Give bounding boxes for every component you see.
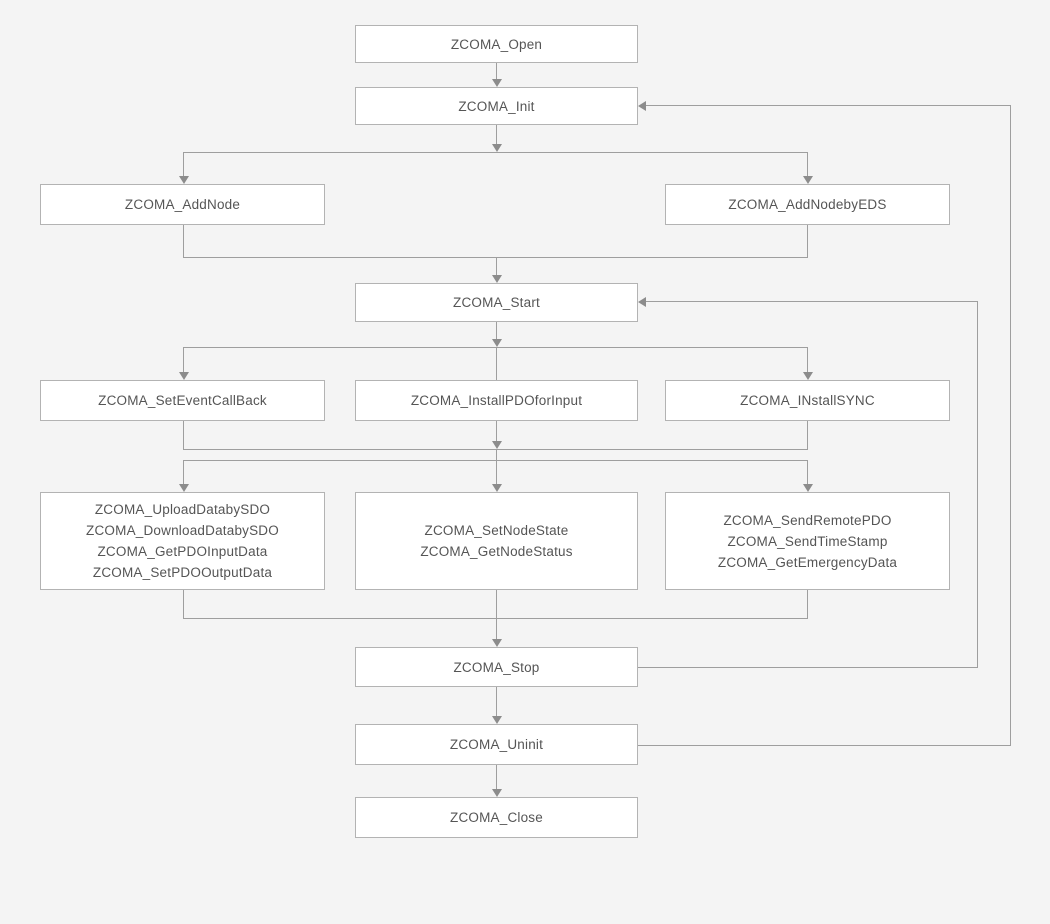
connector-sdogroup-to-merge3 <box>183 590 184 618</box>
node-label: ZCOMA_Stop <box>453 659 540 675</box>
connector-stop-to-uninit <box>496 687 497 717</box>
arrowhead-into-remotegroup <box>803 484 813 492</box>
node-zcoma-installpdoforinput: ZCOMA_InstallPDOforInput <box>355 380 638 421</box>
node-label: ZCOMA_SetEventCallBack <box>98 393 267 408</box>
connector-split2-to-installsync <box>807 347 808 373</box>
node-group-remote-pdo: ZCOMA_SendRemotePDO ZCOMA_SendTimeStamp … <box>665 492 950 590</box>
node-label: ZCOMA_Close <box>450 810 543 825</box>
connector-split2-to-seteventcallback <box>183 347 184 373</box>
loop-uninit-exit-line <box>638 745 1010 746</box>
node-zcoma-uninit: ZCOMA_Uninit <box>355 724 638 765</box>
node-label: ZCOMA_INstallSYNC <box>740 393 875 408</box>
connector-start-to-split2 <box>496 322 497 340</box>
connector-merge1-to-start <box>496 257 497 276</box>
arrowhead-into-addnode <box>179 176 189 184</box>
split-line-addnode-row <box>183 152 808 153</box>
node-zcoma-close: ZCOMA_Close <box>355 797 638 838</box>
arrowhead-into-installsync <box>803 372 813 380</box>
node-label: ZCOMA_InstallPDOforInput <box>410 393 583 408</box>
node-label-line: ZCOMA_SetPDOOutputData <box>92 565 273 580</box>
arrowhead-into-sdogroup <box>179 484 189 492</box>
connector-split3-to-nodestategroup <box>496 460 497 485</box>
connector-init-to-split1 <box>496 125 497 145</box>
arrowhead-into-init <box>492 79 502 87</box>
arrowhead-into-init-right <box>638 101 646 111</box>
node-label: ZCOMA_AddNode <box>124 197 241 212</box>
connector-split1-to-addnode <box>183 152 184 177</box>
arrowhead-into-start-right <box>638 297 646 307</box>
connector-nodestategroup-to-stop <box>496 590 497 640</box>
node-zcoma-stop: ZCOMA_Stop <box>355 647 638 687</box>
node-zcoma-init: ZCOMA_Init <box>355 87 638 125</box>
connector-seteventcallback-to-merge2 <box>183 421 184 449</box>
loop-stop-to-start-return-line <box>646 301 977 302</box>
merge-line-callback-row <box>183 449 808 450</box>
arrowhead-into-seteventcallback <box>179 372 189 380</box>
merge-line-addnode-row <box>183 257 808 258</box>
node-zcoma-addnodebyeds: ZCOMA_AddNodebyEDS <box>665 184 950 225</box>
node-label: ZCOMA_Uninit <box>449 737 544 752</box>
node-label: ZCOMA_Start <box>453 295 540 310</box>
node-zcoma-installsync: ZCOMA_INstallSYNC <box>665 380 950 421</box>
connector-split2-to-installpdo <box>496 347 497 380</box>
connector-installsync-to-merge2 <box>807 421 808 449</box>
connector-open-to-init <box>496 63 497 81</box>
arrowhead-into-uninit <box>492 716 502 724</box>
merge-line-bigbox-row <box>183 618 808 619</box>
node-group-node-state: ZCOMA_SetNodeState ZCOMA_GetNodeStatus <box>355 492 638 590</box>
connector-remotegroup-to-merge3 <box>807 590 808 618</box>
node-zcoma-open: ZCOMA_Open <box>355 25 638 63</box>
arrowhead-into-addnodebyeds <box>803 176 813 184</box>
loop-stop-exit-line <box>638 667 977 668</box>
node-group-sdo-pdo-data: ZCOMA_UploadDatabySDO ZCOMA_DownloadData… <box>40 492 325 590</box>
node-zcoma-start: ZCOMA_Start <box>355 283 638 322</box>
connector-split1-to-addnodebyeds <box>807 152 808 177</box>
connector-merge2-to-split3 <box>496 449 497 460</box>
node-label-line: ZCOMA_GetEmergencyData <box>717 554 898 570</box>
node-label-line: ZCOMA_SendTimeStamp <box>727 533 888 549</box>
split-line-bigbox-row <box>183 460 808 461</box>
connector-addnodebyeds-to-merge1 <box>807 225 808 257</box>
arrowhead-into-close <box>492 789 502 797</box>
node-label-line: ZCOMA_GetPDOInputData <box>97 544 268 559</box>
node-label: ZCOMA_Open <box>450 36 543 52</box>
arrowhead-at-merge2 <box>492 441 502 449</box>
connector-uninit-to-close <box>496 765 497 790</box>
arrowhead-at-split1 <box>492 144 502 152</box>
loop-uninit-to-init-vertical <box>1010 105 1011 746</box>
node-label-line: ZCOMA_GetNodeStatus <box>420 544 573 559</box>
node-label: ZCOMA_Init <box>458 98 535 114</box>
arrowhead-at-split2 <box>492 339 502 347</box>
node-label: ZCOMA_AddNodebyEDS <box>728 197 887 212</box>
arrowhead-into-start <box>492 275 502 283</box>
arrowhead-into-stop <box>492 639 502 647</box>
split-line-callback-row <box>183 347 808 348</box>
node-label-line: ZCOMA_SendRemotePDO <box>723 512 892 528</box>
node-zcoma-seteventcallback: ZCOMA_SetEventCallBack <box>40 380 325 421</box>
arrowhead-into-nodestategroup <box>492 484 502 492</box>
node-label-line: ZCOMA_DownloadDatabySDO <box>86 523 279 538</box>
loop-stop-to-start-vertical <box>977 301 978 668</box>
connector-addnode-to-merge1 <box>183 225 184 257</box>
node-label-line: ZCOMA_UploadDatabySDO <box>94 502 271 517</box>
loop-uninit-to-init-return-line <box>646 105 1010 106</box>
connector-split3-to-sdogroup <box>183 460 184 485</box>
connector-installpdo-to-merge2 <box>496 421 497 442</box>
connector-split3-to-remotegroup <box>807 460 808 485</box>
node-zcoma-addnode: ZCOMA_AddNode <box>40 184 325 225</box>
node-label-line: ZCOMA_SetNodeState <box>424 523 569 538</box>
